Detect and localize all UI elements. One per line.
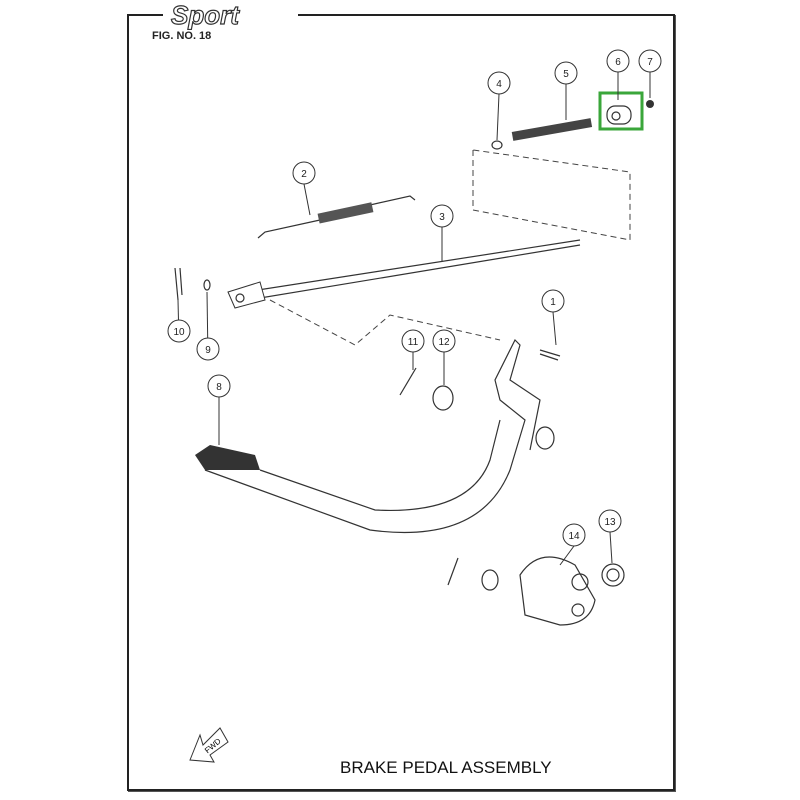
callout-circle [292,161,316,185]
callout-circle [638,49,662,73]
leader-line [559,545,575,566]
callout-number: 6 [615,57,621,68]
callout-11: 11 [401,329,425,370]
callout-number: 4 [496,79,502,90]
callout-7: 7 [638,49,662,98]
leader-line [552,311,557,346]
callout-number: 11 [408,337,419,348]
part-12-washer [432,385,454,411]
part-9-washer [203,279,211,291]
callout-circle [167,319,191,343]
callout-12: 12 [432,329,456,385]
cotter-pin [447,557,459,586]
guide-lines [269,149,631,346]
svg-text:Sport: Sport [171,0,240,30]
callout-8: 8 [207,374,231,445]
callout-number: 2 [301,169,307,180]
callout-number: 14 [568,531,580,542]
callout-1: 1 [541,289,565,346]
part-11-pin [399,367,417,396]
callout-13: 13 [598,509,622,564]
callout-number: 1 [550,297,556,308]
callout-circle [562,523,586,547]
highlight-box [598,91,644,131]
diagram-frame [127,14,675,791]
callout-number: 5 [563,69,569,80]
part-6-nut [606,105,632,125]
part-2-spring [257,195,416,239]
sport-logo: Sport [163,0,298,30]
callout-number: 3 [439,212,445,223]
callout-4: 4 [487,71,511,141]
fwd-arrow-icon: FWD [189,727,229,763]
callout-circle [487,71,511,95]
leader-line [303,183,311,216]
callout-2: 2 [292,161,316,216]
part-14-bracket [519,556,596,626]
part-5-spring [511,118,593,141]
callout-circle [430,204,454,228]
leader-line [609,531,613,564]
figure-number: FIG. NO. 18 [152,30,212,42]
part-3-rod [227,239,581,309]
callout-6: 6 [606,49,630,100]
callout-number: 12 [438,337,450,348]
callout-9: 9 [196,291,220,361]
leader-line [496,93,500,141]
callout-circle [432,329,456,353]
washer [481,569,499,591]
callout-circle [541,289,565,313]
part-1-bolt [539,349,561,361]
callout-5: 5 [554,61,578,120]
callout-10: 10 [167,299,191,343]
callout-circle [554,61,578,85]
callout-number: 7 [647,57,653,68]
assembly-title: BRAKE PEDAL ASSEMBLY [340,758,552,777]
callout-circle [401,329,425,353]
callout-circle [598,509,622,533]
part-8-pedal [195,338,555,534]
callout-3: 3 [430,204,454,262]
callout-circle [196,337,220,361]
callout-number: 13 [604,517,616,528]
callout-14: 14 [559,523,586,566]
part-4-washer [491,140,503,150]
callout-number: 10 [173,327,185,338]
callout-number: 9 [205,345,211,356]
part-13-spring [601,563,625,587]
part-10-pin [174,267,183,301]
callout-circle [606,49,630,73]
callout-circle [207,374,231,398]
callout-number: 8 [216,382,222,393]
part-7-nut [646,100,654,108]
